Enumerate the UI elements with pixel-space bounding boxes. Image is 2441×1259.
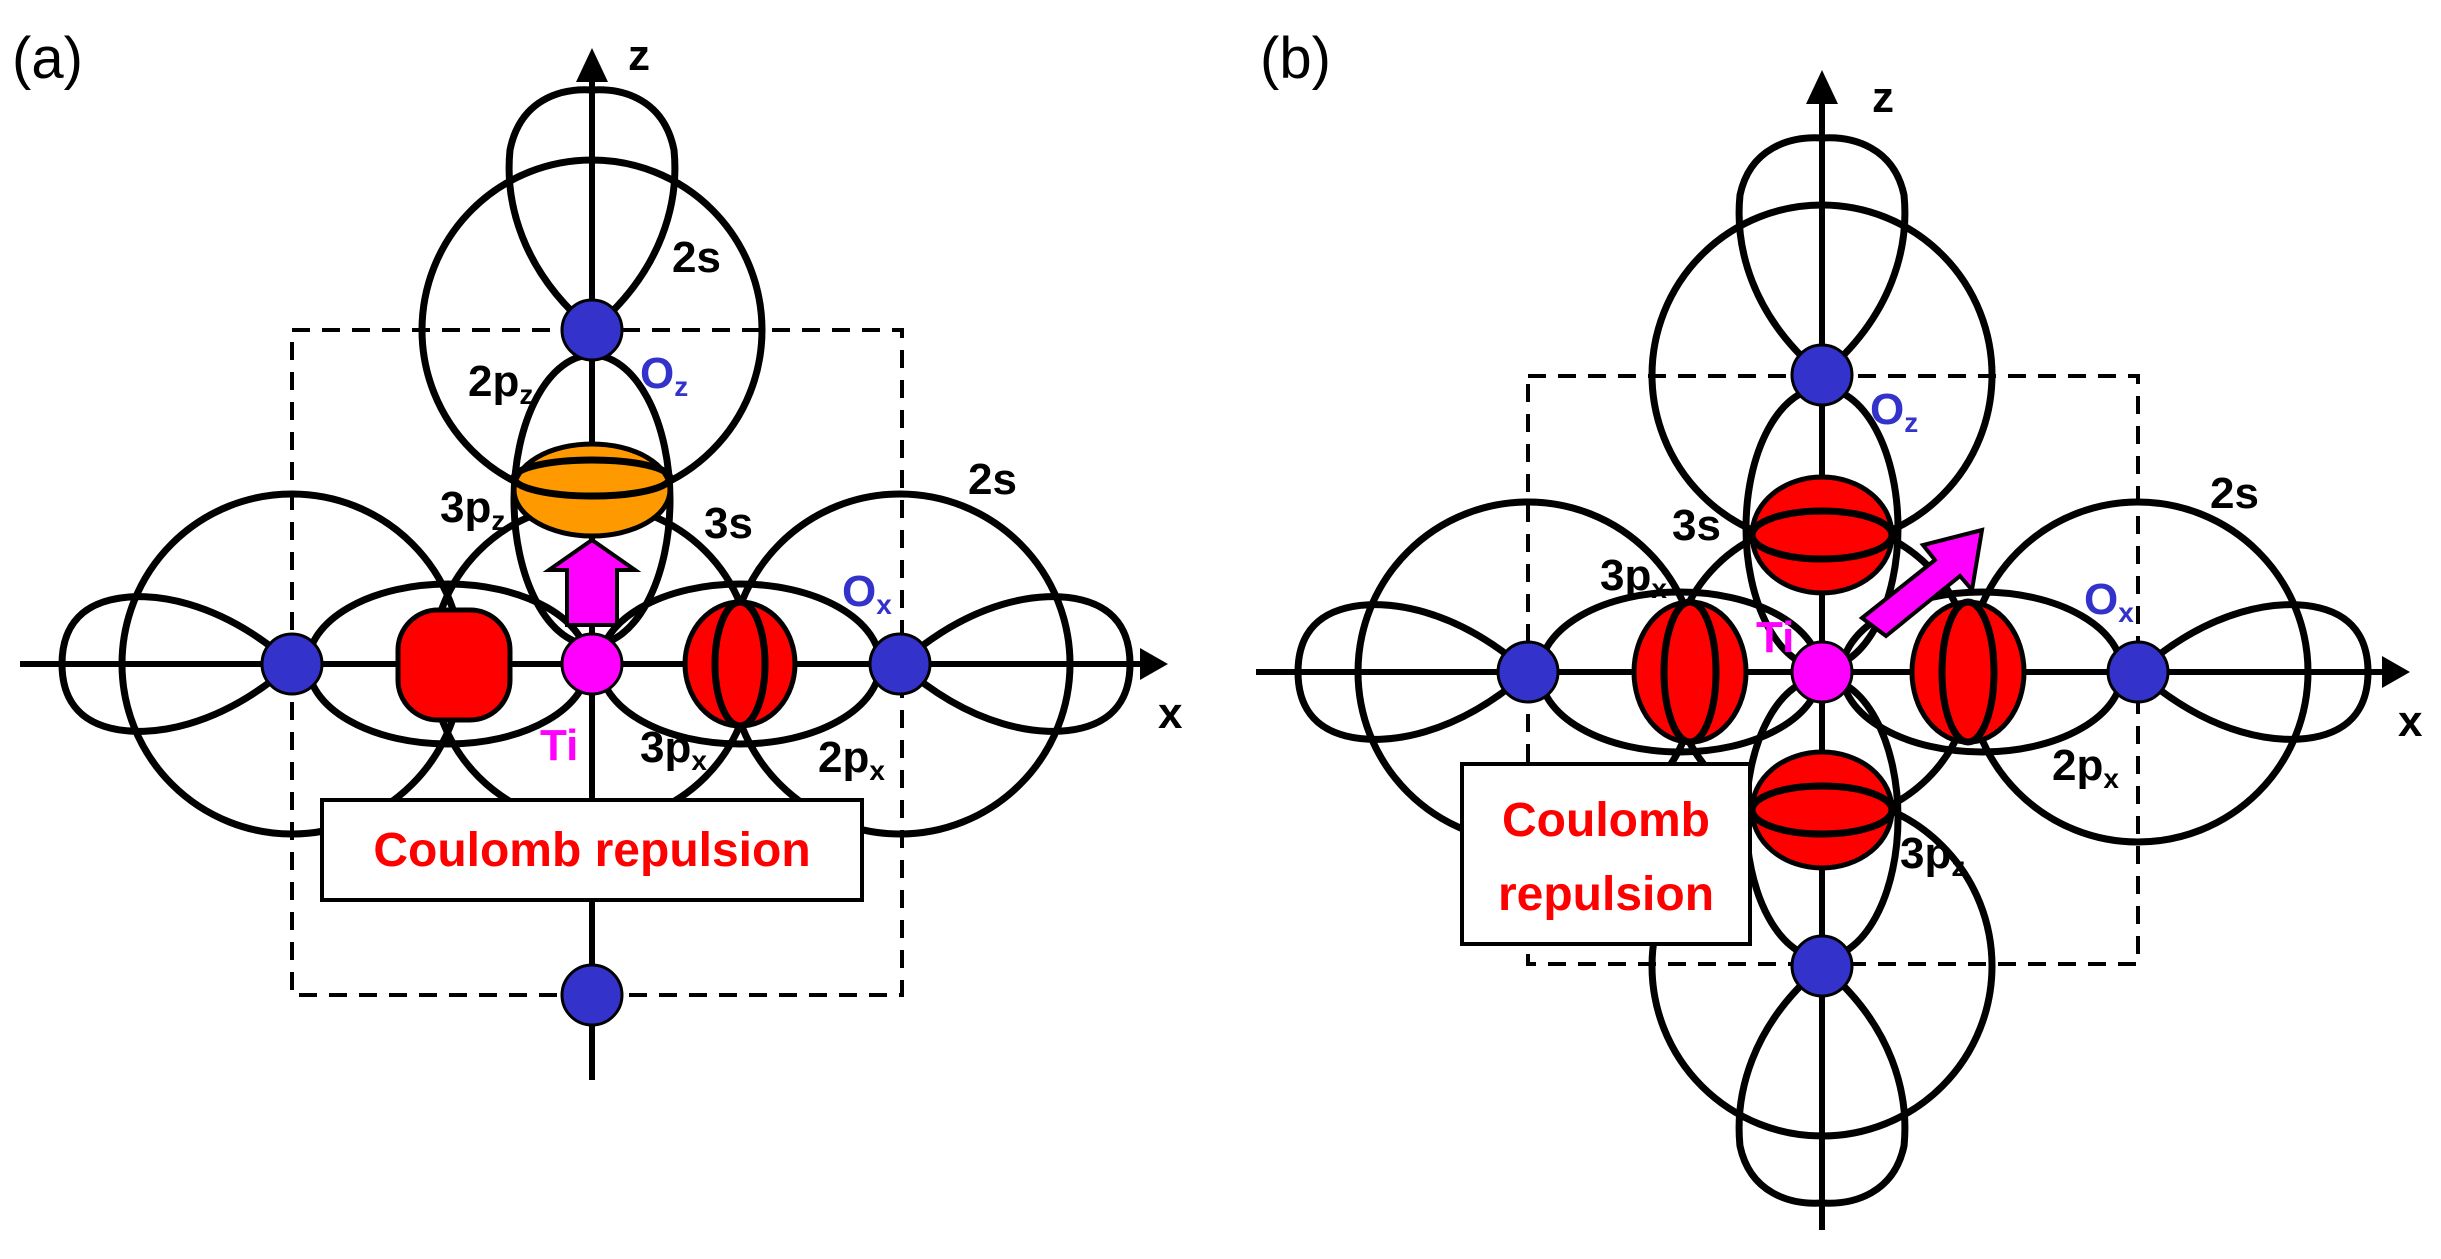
ox-atom-label: Ox — [842, 567, 892, 620]
ti-3px-lobe-left-b — [1631, 599, 1749, 745]
coulomb-callout-line2-b: repulsion — [1498, 868, 1714, 921]
coulomb-callout-text: Coulomb repulsion — [373, 824, 810, 877]
ti-atom — [560, 632, 624, 696]
ti-atom-b — [1790, 640, 1854, 704]
ti-3s-label-b: 3s — [1672, 501, 1721, 550]
x-axis-b-label: x — [2398, 697, 2423, 746]
left-o-back-lobe-b — [1294, 601, 1534, 743]
ox-2s-label: 2s — [968, 455, 1017, 504]
z-axis-arrowhead — [576, 48, 608, 82]
bottom-o-atom-b — [1790, 934, 1854, 998]
ti-3px-lobe-right — [682, 599, 798, 729]
coulomb-callout-line1-b: Coulomb — [1502, 794, 1710, 847]
ox-2px-label-b: 2px — [2052, 741, 2119, 794]
ti-displacement-arrow-b — [1858, 527, 1985, 639]
panel-b-label: (b) — [1260, 26, 1331, 91]
oz-atom-label: Oz — [640, 349, 688, 402]
x-axis-label: x — [1158, 689, 1183, 738]
ti-3px-lobe-right-ring-b — [1938, 598, 1998, 746]
oz-atom — [560, 298, 624, 362]
ti-3pz-lobe-top-b — [1749, 474, 1895, 596]
ti-3px-lobe-left-ring-b — [1660, 598, 1720, 746]
ti-3s-label: 3s — [704, 499, 753, 548]
ti-atom-label-b: Ti — [1756, 613, 1794, 662]
coulomb-callout-box-b — [1460, 762, 1752, 946]
z-axis-label: z — [628, 31, 650, 80]
left-o-atom-b — [1496, 640, 1560, 704]
left-o-atom — [260, 632, 324, 696]
panel-a-label: (a) — [12, 26, 83, 91]
x-axis-b-arrowhead — [2382, 656, 2410, 688]
oz-atom-b — [1790, 343, 1854, 407]
z-axis-b-arrowhead — [1806, 70, 1838, 104]
ti-3px-lobe-right-b — [1909, 599, 2027, 745]
oz-back-lobe — [505, 86, 679, 335]
ti-3pz-label: 3pz — [440, 483, 505, 536]
ti-displacement-arrow — [542, 537, 642, 627]
ti-3pz-lobe-shifted — [511, 441, 673, 539]
ti-3pz-label-b: 3pz — [1900, 829, 1965, 882]
z-axis-b-label: z — [1872, 73, 1894, 122]
ox-back-lobe-b — [2132, 601, 2372, 743]
oz-back-lobe-b — [1735, 134, 1909, 380]
ti-3pz-lobe-bottom-b — [1749, 749, 1895, 871]
ti-3px-lobe-left — [395, 607, 513, 723]
ox-atom-label-b: Ox — [2084, 575, 2134, 628]
left-o-back-lobe — [58, 593, 298, 735]
panel-a: (a) z x — [12, 26, 1183, 1080]
ti-3px-lobe-right-ring — [711, 598, 769, 730]
bottom-o-back-lobe-b — [1735, 961, 1909, 1207]
ti-3px-label-b: 3px — [1600, 551, 1667, 604]
ox-back-lobe — [894, 593, 1134, 735]
ti-3pz-lobe-top-ring-b — [1748, 507, 1896, 563]
ox-atom — [868, 632, 932, 696]
ti-3pz-lobe-ring — [510, 456, 674, 500]
bottom-o-atom — [560, 963, 624, 1027]
oz-2pz-label: 2pz — [468, 357, 533, 410]
ox-atom-b — [2106, 640, 2170, 704]
coulomb-callout-box — [320, 798, 864, 902]
ti-atom-label: Ti — [540, 721, 578, 770]
ox-2s-label-b: 2s — [2210, 469, 2259, 518]
oz-2s-label: 2s — [672, 233, 721, 282]
panel-b: (b) z x — [1256, 26, 2423, 1230]
oz-atom-label-b: Oz — [1870, 385, 1918, 438]
ti-3px-label: 3px — [640, 723, 707, 776]
x-axis-arrowhead — [1140, 648, 1168, 680]
ox-2px-label: 2px — [818, 733, 885, 786]
